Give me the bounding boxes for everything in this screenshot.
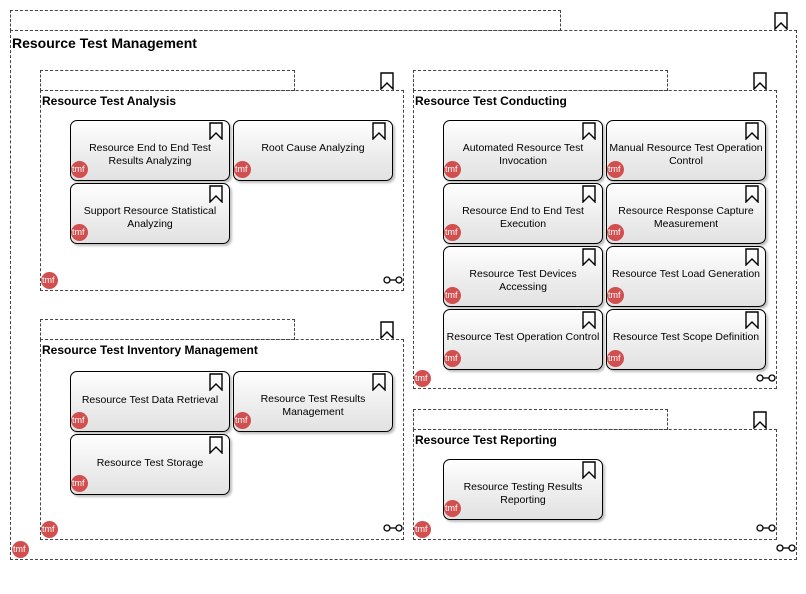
capability-label: Resource Test Results Management (260, 393, 366, 418)
capability-label: Manual Resource Test Operation Control (609, 142, 763, 167)
tmf-logo-icon: tmf (71, 475, 88, 492)
capability-label: Automated Resource Test Invocation (462, 142, 584, 167)
reporting-group-title: Resource Test Reporting (415, 433, 557, 447)
bookmark-icon (581, 122, 597, 140)
chain-link-icon (756, 524, 776, 532)
capability-box[interactable]: Resource Test Data Retrieval tmf (70, 371, 230, 432)
bookmark-icon (208, 436, 224, 454)
capability-label: Resource End to End Test Execution (462, 205, 584, 230)
bookmark-icon (581, 461, 597, 479)
tmf-logo-icon: tmf (414, 370, 431, 387)
tmf-logo-icon: tmf (444, 350, 461, 367)
main-group-title: Resource Test Management (12, 35, 197, 51)
capability-label: Resource End to End Test Results Analyzi… (89, 142, 211, 167)
tmf-logo-icon: tmf (444, 287, 461, 304)
capability-label: Resource Test Scope Definition (612, 331, 760, 343)
tmf-logo-icon: tmf (71, 412, 88, 429)
capability-label: Resource Testing Results Reporting (463, 481, 583, 506)
conducting-group (413, 90, 777, 389)
analysis-group-title: Resource Test Analysis (42, 94, 177, 108)
bookmark-icon (371, 373, 387, 391)
bookmark-icon (752, 411, 768, 429)
tmf-logo-icon: tmf (41, 272, 58, 289)
capability-box[interactable]: Resource End to End Test Results Analyzi… (70, 120, 230, 181)
capability-label: Resource Response Capture Measurement (618, 205, 754, 230)
main-group (10, 30, 797, 560)
bookmark-icon (581, 248, 597, 266)
capability-label: Resource Test Devices Accessing (469, 268, 577, 293)
bookmark-icon (208, 122, 224, 140)
bookmark-icon (379, 72, 395, 90)
tmf-logo-icon: tmf (71, 161, 88, 178)
tmf-logo-icon: tmf (414, 521, 431, 538)
capability-box[interactable]: Resource Test Devices Accessing tmf (443, 246, 603, 307)
chain-link-icon (383, 524, 403, 532)
main-group-tab (10, 10, 561, 31)
capability-box[interactable]: Resource Test Scope Definition tmf (606, 309, 766, 370)
bookmark-icon (581, 311, 597, 329)
capability-label: Resource Test Operation Control (446, 331, 600, 343)
bookmark-icon (581, 185, 597, 203)
capability-box[interactable]: Resource Test Load Generation tmf (606, 246, 766, 307)
capability-label: Resource Test Data Retrieval (81, 394, 219, 406)
bookmark-icon (752, 72, 768, 90)
capability-box[interactable]: Resource Test Results Management tmf (233, 371, 393, 432)
reporting-group-tab (413, 409, 668, 430)
tmf-logo-icon: tmf (234, 412, 251, 429)
chain-link-icon (776, 544, 796, 552)
tmf-logo-icon: tmf (444, 224, 461, 241)
capability-box[interactable]: Automated Resource Test Invocation tmf (443, 120, 603, 181)
tmf-logo-icon: tmf (607, 350, 624, 367)
conducting-group-tab (413, 70, 668, 91)
tmf-logo-icon: tmf (607, 161, 624, 178)
capability-box[interactable]: Resource End to End Test Execution tmf (443, 183, 603, 244)
capability-label: Root Cause Analyzing (261, 142, 365, 154)
tmf-logo-icon: tmf (41, 521, 58, 538)
reporting-group (413, 429, 777, 540)
capability-label: Support Resource Statistical Analyzing (83, 205, 217, 230)
capability-box[interactable]: Manual Resource Test Operation Control t… (606, 120, 766, 181)
tmf-logo-icon: tmf (71, 224, 88, 241)
capability-box[interactable]: Resource Response Capture Measurement tm… (606, 183, 766, 244)
capability-box[interactable]: Root Cause Analyzing tmf (233, 120, 393, 181)
capability-label: Resource Test Storage (96, 457, 204, 469)
analysis-group-tab (40, 70, 295, 91)
bookmark-icon (371, 122, 387, 140)
tmf-logo-icon: tmf (444, 161, 461, 178)
bookmark-icon (744, 311, 760, 329)
bookmark-icon (744, 122, 760, 140)
inventory-group-title: Resource Test Inventory Management (42, 343, 258, 357)
chain-link-icon (756, 374, 776, 382)
tmf-logo-icon: tmf (234, 161, 251, 178)
capability-label: Resource Test Load Generation (611, 268, 761, 280)
bookmark-icon (208, 373, 224, 391)
tmf-logo-icon: tmf (444, 500, 461, 517)
inventory-group (40, 339, 404, 540)
tmf-logo-icon: tmf (607, 287, 624, 304)
bookmark-icon (744, 248, 760, 266)
analysis-group (40, 90, 404, 291)
capability-box[interactable]: Resource Test Operation Control tmf (443, 309, 603, 370)
inventory-group-tab (40, 319, 295, 340)
tmf-logo-icon: tmf (607, 224, 624, 241)
bookmark-icon (744, 185, 760, 203)
capability-box[interactable]: Resource Test Storage tmf (70, 434, 230, 495)
tmf-logo-icon: tmf (12, 541, 29, 558)
bookmark-icon (208, 185, 224, 203)
capability-box[interactable]: Support Resource Statistical Analyzing t… (70, 183, 230, 244)
bookmark-icon (379, 321, 395, 339)
chain-link-icon (383, 276, 403, 284)
capability-box[interactable]: Resource Testing Results Reporting tmf (443, 459, 603, 520)
conducting-group-title: Resource Test Conducting (415, 94, 567, 108)
bookmark-icon (773, 12, 789, 30)
